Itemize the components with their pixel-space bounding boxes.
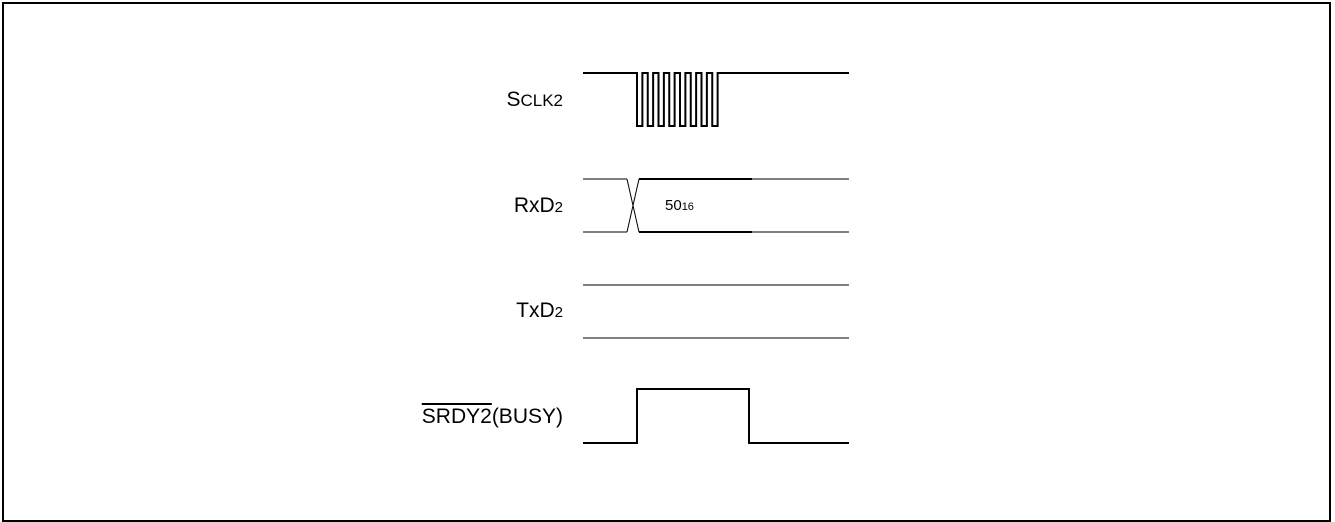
- rxd2-data-value: 5016: [665, 197, 694, 214]
- rxd2-label: RxD2: [513, 194, 563, 217]
- srdy2-waveform: [583, 388, 849, 444]
- srdy2-overlined-text: SRDY2: [421, 405, 492, 428]
- txd2-waveform: [583, 284, 849, 339]
- sclk2-label: SCLK2: [506, 88, 563, 111]
- srdy2-busy-label: SRDY2(BUSY): [421, 405, 563, 428]
- txd2-label: TxD2: [516, 299, 563, 322]
- sclk2-waveform: [583, 72, 849, 127]
- rxd2-waveform: [583, 178, 849, 233]
